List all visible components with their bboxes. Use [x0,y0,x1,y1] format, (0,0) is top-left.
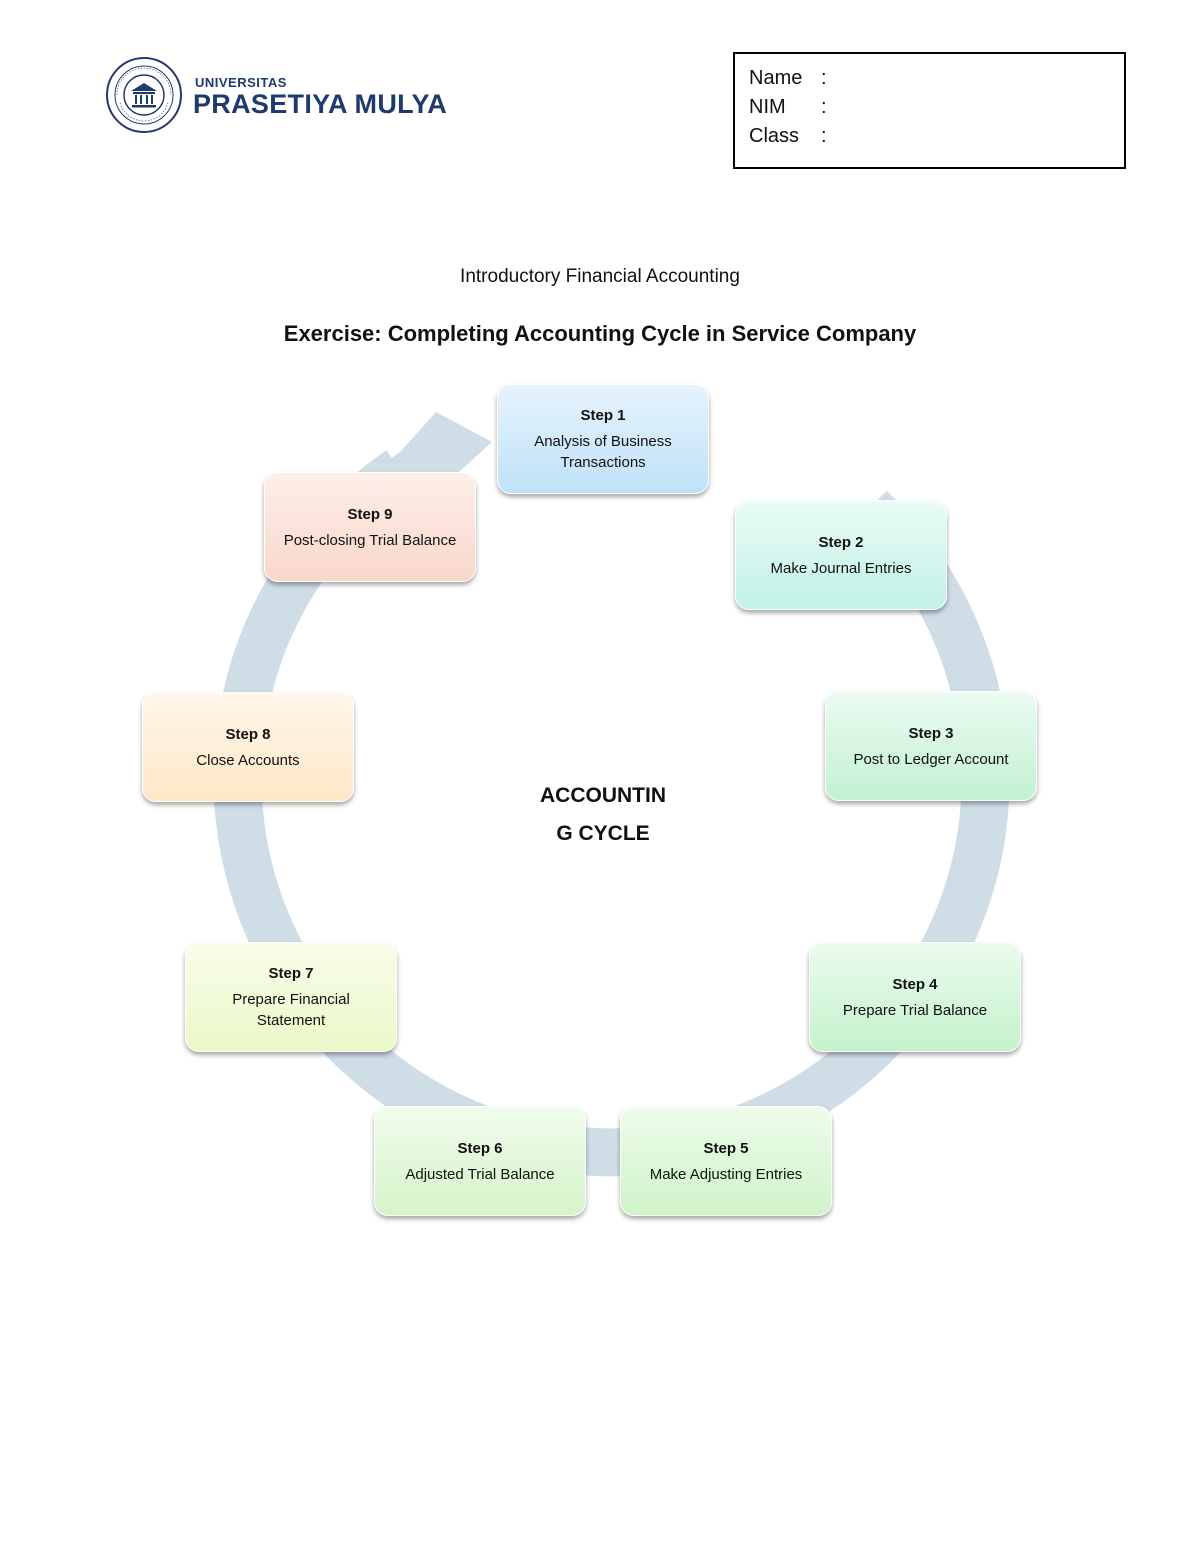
step-6-box: Step 6 Adjusted Trial Balance [374,1106,586,1216]
step-text: Make Adjusting Entries [649,1165,803,1183]
step-number: Step 2 [818,533,864,551]
step-text: Adjusted Trial Balance [405,1165,555,1183]
step-number: Step 1 [580,407,626,424]
step-number: Step 6 [457,1139,503,1157]
nim-row: NIM : [749,93,1110,122]
name-colon: : [821,67,827,89]
step-4-box: Step 4 Prepare Trial Balance [809,942,1021,1052]
class-colon: : [821,125,827,147]
step-7-box: Step 7 Prepare Financial Statement [185,942,397,1052]
step-text: Prepare Trial Balance [842,1001,988,1019]
step-number: Step 3 [908,724,954,742]
name-label: Name [749,67,803,89]
course-subtitle: Introductory Financial Accounting [460,266,740,287]
cycle-center-label: ACCOUNTIN G CYCLE [523,777,683,853]
nim-colon: : [821,96,827,118]
nim-label: NIM [749,96,786,118]
step-text: Post-closing Trial Balance [283,531,457,549]
step-text: Close Accounts [196,751,300,769]
seal-icon [106,57,182,133]
step-5-box: Step 5 Make Adjusting Entries [620,1106,832,1216]
logo-name-text: PRASETIYA MULYA [193,89,448,119]
exercise-title: Exercise: Completing Accounting Cycle in… [283,321,917,346]
step-text: Analysis of Business Transactions [534,433,672,471]
student-info-box: Name : NIM : Class : [733,52,1126,169]
step-number: Step 8 [225,725,271,743]
class-row: Class : [749,122,1110,151]
step-number: Step 5 [703,1139,749,1157]
step-number: Step 4 [892,975,938,993]
step-8-box: Step 8 Close Accounts [142,692,354,802]
step-1-box: Step 1 Analysis of Business Transactions [497,384,709,494]
class-label: Class [749,125,800,147]
step-2-box: Step 2 Make Journal Entries [735,500,947,610]
step-text: Prepare Financial Statement [232,991,350,1029]
step-text: Post to Ledger Account [853,750,1009,768]
center-label-line-2: G CYCLE [556,822,650,845]
logo-universitas-text: UNIVERSITAS [195,75,287,90]
name-row: Name : [749,64,1110,93]
step-number: Step 9 [347,505,393,523]
step-text: Make Journal Entries [770,559,912,577]
university-logo: UNIVERSITAS PRASETIYA MULYA [104,55,464,135]
step-3-box: Step 3 Post to Ledger Account [825,691,1037,801]
step-9-box: Step 9 Post-closing Trial Balance [264,472,476,582]
center-label-line-1: ACCOUNTIN [540,784,666,807]
step-number: Step 7 [268,965,314,982]
